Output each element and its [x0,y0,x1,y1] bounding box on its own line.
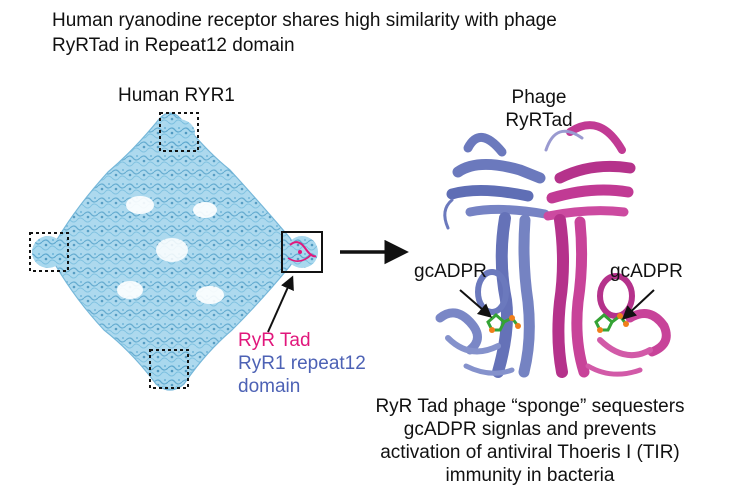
gcadpr-ligand-right [594,313,629,333]
caption-line-2: gcADPR signlas and prevents [403,419,657,440]
figure-caption: RyR Tad phage “sponge” sequesters gcADPR… [365,395,695,487]
phage-label: Phage RyRTad [484,86,594,132]
phage-label-line-1: Phage [511,87,567,108]
caption-line-3: activation of antiviral Thoeris I (TIR) [380,442,680,463]
legend-ryr1-repeat12: RyR1 repeat12 domain [238,352,366,398]
repeat12-box-top [159,112,199,152]
highlight-pointer-arrow [267,275,294,333]
title-line-2: RyRTad in Repeat12 domain [52,35,295,56]
repeat12-box-highlight [281,231,323,273]
ryrtad-dimer-structure [435,121,671,378]
gcadpr-ligand-left [486,313,521,333]
ryrtad-overlay [287,241,317,262]
repeat12-box-left [29,232,69,272]
phage-label-line-2: RyRTad [505,110,573,131]
ryr1-label: Human RYR1 [118,85,235,106]
caption-line-1: RyR Tad phage “sponge” sequesters [375,396,685,417]
gcadpr-label-left: gcADPR [414,261,487,282]
figure-title: Human ryanodine receptor shares high sim… [52,8,672,58]
title-line-1: Human ryanodine receptor shares high sim… [52,10,557,31]
caption-line-4: immunity in bacteria [445,465,615,486]
gcadpr-left-arrow [459,289,493,318]
legend-ryr-tad: RyR Tad [238,330,311,351]
gcadpr-label-right: gcADPR [610,261,683,282]
legend-repeat-line-1: RyR1 repeat12 [238,353,366,374]
gcadpr-right-arrow [621,289,655,320]
legend-repeat-line-2: domain [238,376,301,397]
repeat12-box-bottom [149,349,189,389]
